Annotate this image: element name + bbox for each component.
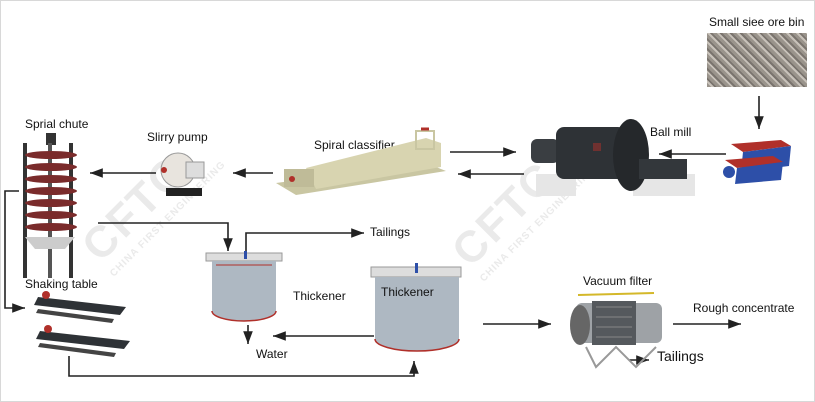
ball-mill-image	[531, 119, 695, 196]
label-spiral-classifier: Spiral classifier	[314, 138, 395, 152]
vacuum-filter-image	[570, 292, 662, 369]
thickener-1-image	[205, 251, 283, 322]
arrow-chute-to-thickener	[98, 222, 233, 251]
label-tailings-bottom: Tailings	[657, 348, 704, 364]
label-thickener-1: Thickener	[293, 289, 346, 303]
label-ore-bin: Small siee ore bin	[709, 15, 805, 29]
label-vacuum-filter: Vacuum filter	[583, 274, 653, 288]
shaking-table-image	[34, 291, 130, 357]
label-rough-concentrate: Rough concentrate	[693, 301, 795, 315]
thickener-2-image	[370, 263, 462, 352]
label-spiral-chute: Sprial chute	[25, 117, 89, 131]
label-ball-mill: Ball mill	[650, 125, 692, 139]
label-shaking-table: Shaking table	[25, 277, 98, 291]
arrow-table-to-thickener2	[68, 356, 419, 377]
spiral-classifier-image	[276, 127, 446, 195]
ore-bin-image	[707, 33, 807, 87]
arrow-chute-to-shaking-table	[4, 190, 25, 313]
label-water: Water	[256, 347, 288, 361]
spiral-chute-image	[23, 133, 77, 278]
slurry-pump-image	[160, 152, 205, 196]
label-thickener-2: Thickener	[381, 285, 434, 299]
label-slurry-pump: Slirry pump	[147, 130, 208, 144]
arrow-thickener-to-tailings	[245, 228, 364, 251]
label-tailings-top: Tailings	[370, 225, 411, 239]
vibrating-feeder-image	[723, 140, 791, 184]
